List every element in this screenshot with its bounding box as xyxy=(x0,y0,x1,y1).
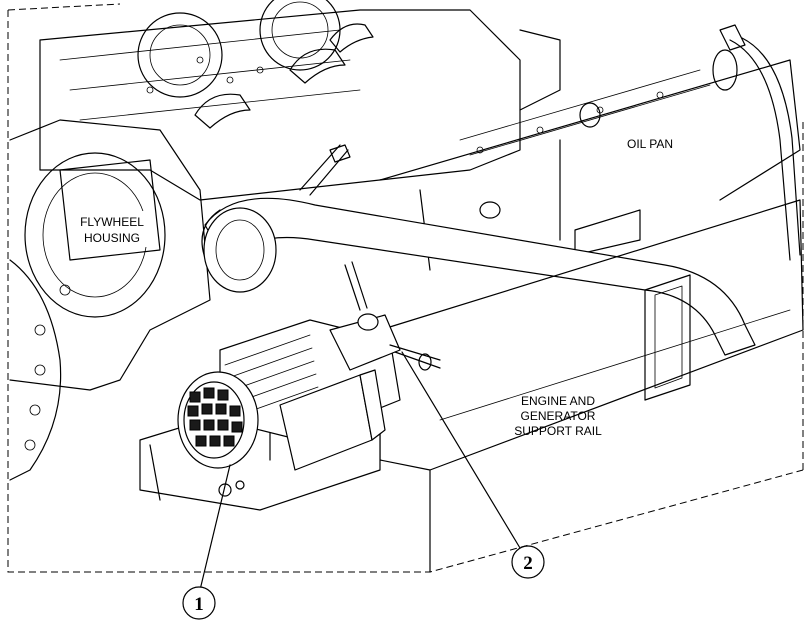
flywheel-label-line2: HOUSING xyxy=(84,231,140,245)
support-rail-label: ENGINE AND GENERATOR SUPPORT RAIL xyxy=(514,394,602,438)
rail-label-line2: GENERATOR xyxy=(521,409,596,423)
rail-label-line1: ENGINE AND xyxy=(521,394,595,408)
oil-pan-label: OIL PAN xyxy=(627,137,673,151)
callout-1: 1 xyxy=(182,586,216,620)
leader-lines xyxy=(199,351,521,591)
heater-outlet xyxy=(299,144,441,371)
callout-1-number: 1 xyxy=(194,594,204,615)
oil-pan xyxy=(379,59,801,271)
fan-grille xyxy=(187,387,243,447)
coolant-hose xyxy=(201,197,756,356)
drain-tube xyxy=(712,24,801,261)
callout-2-number: 2 xyxy=(523,553,533,574)
rail-label-line3: SUPPORT RAIL xyxy=(514,424,602,438)
dashed-border xyxy=(7,3,804,573)
flywheel-label-line1: FLYWHEEL xyxy=(80,215,144,229)
flywheel-housing xyxy=(9,119,211,481)
callout-2: 2 xyxy=(511,545,545,579)
engine-block xyxy=(39,0,561,201)
flywheel-housing-label: FLYWHEEL HOUSING xyxy=(70,211,154,247)
